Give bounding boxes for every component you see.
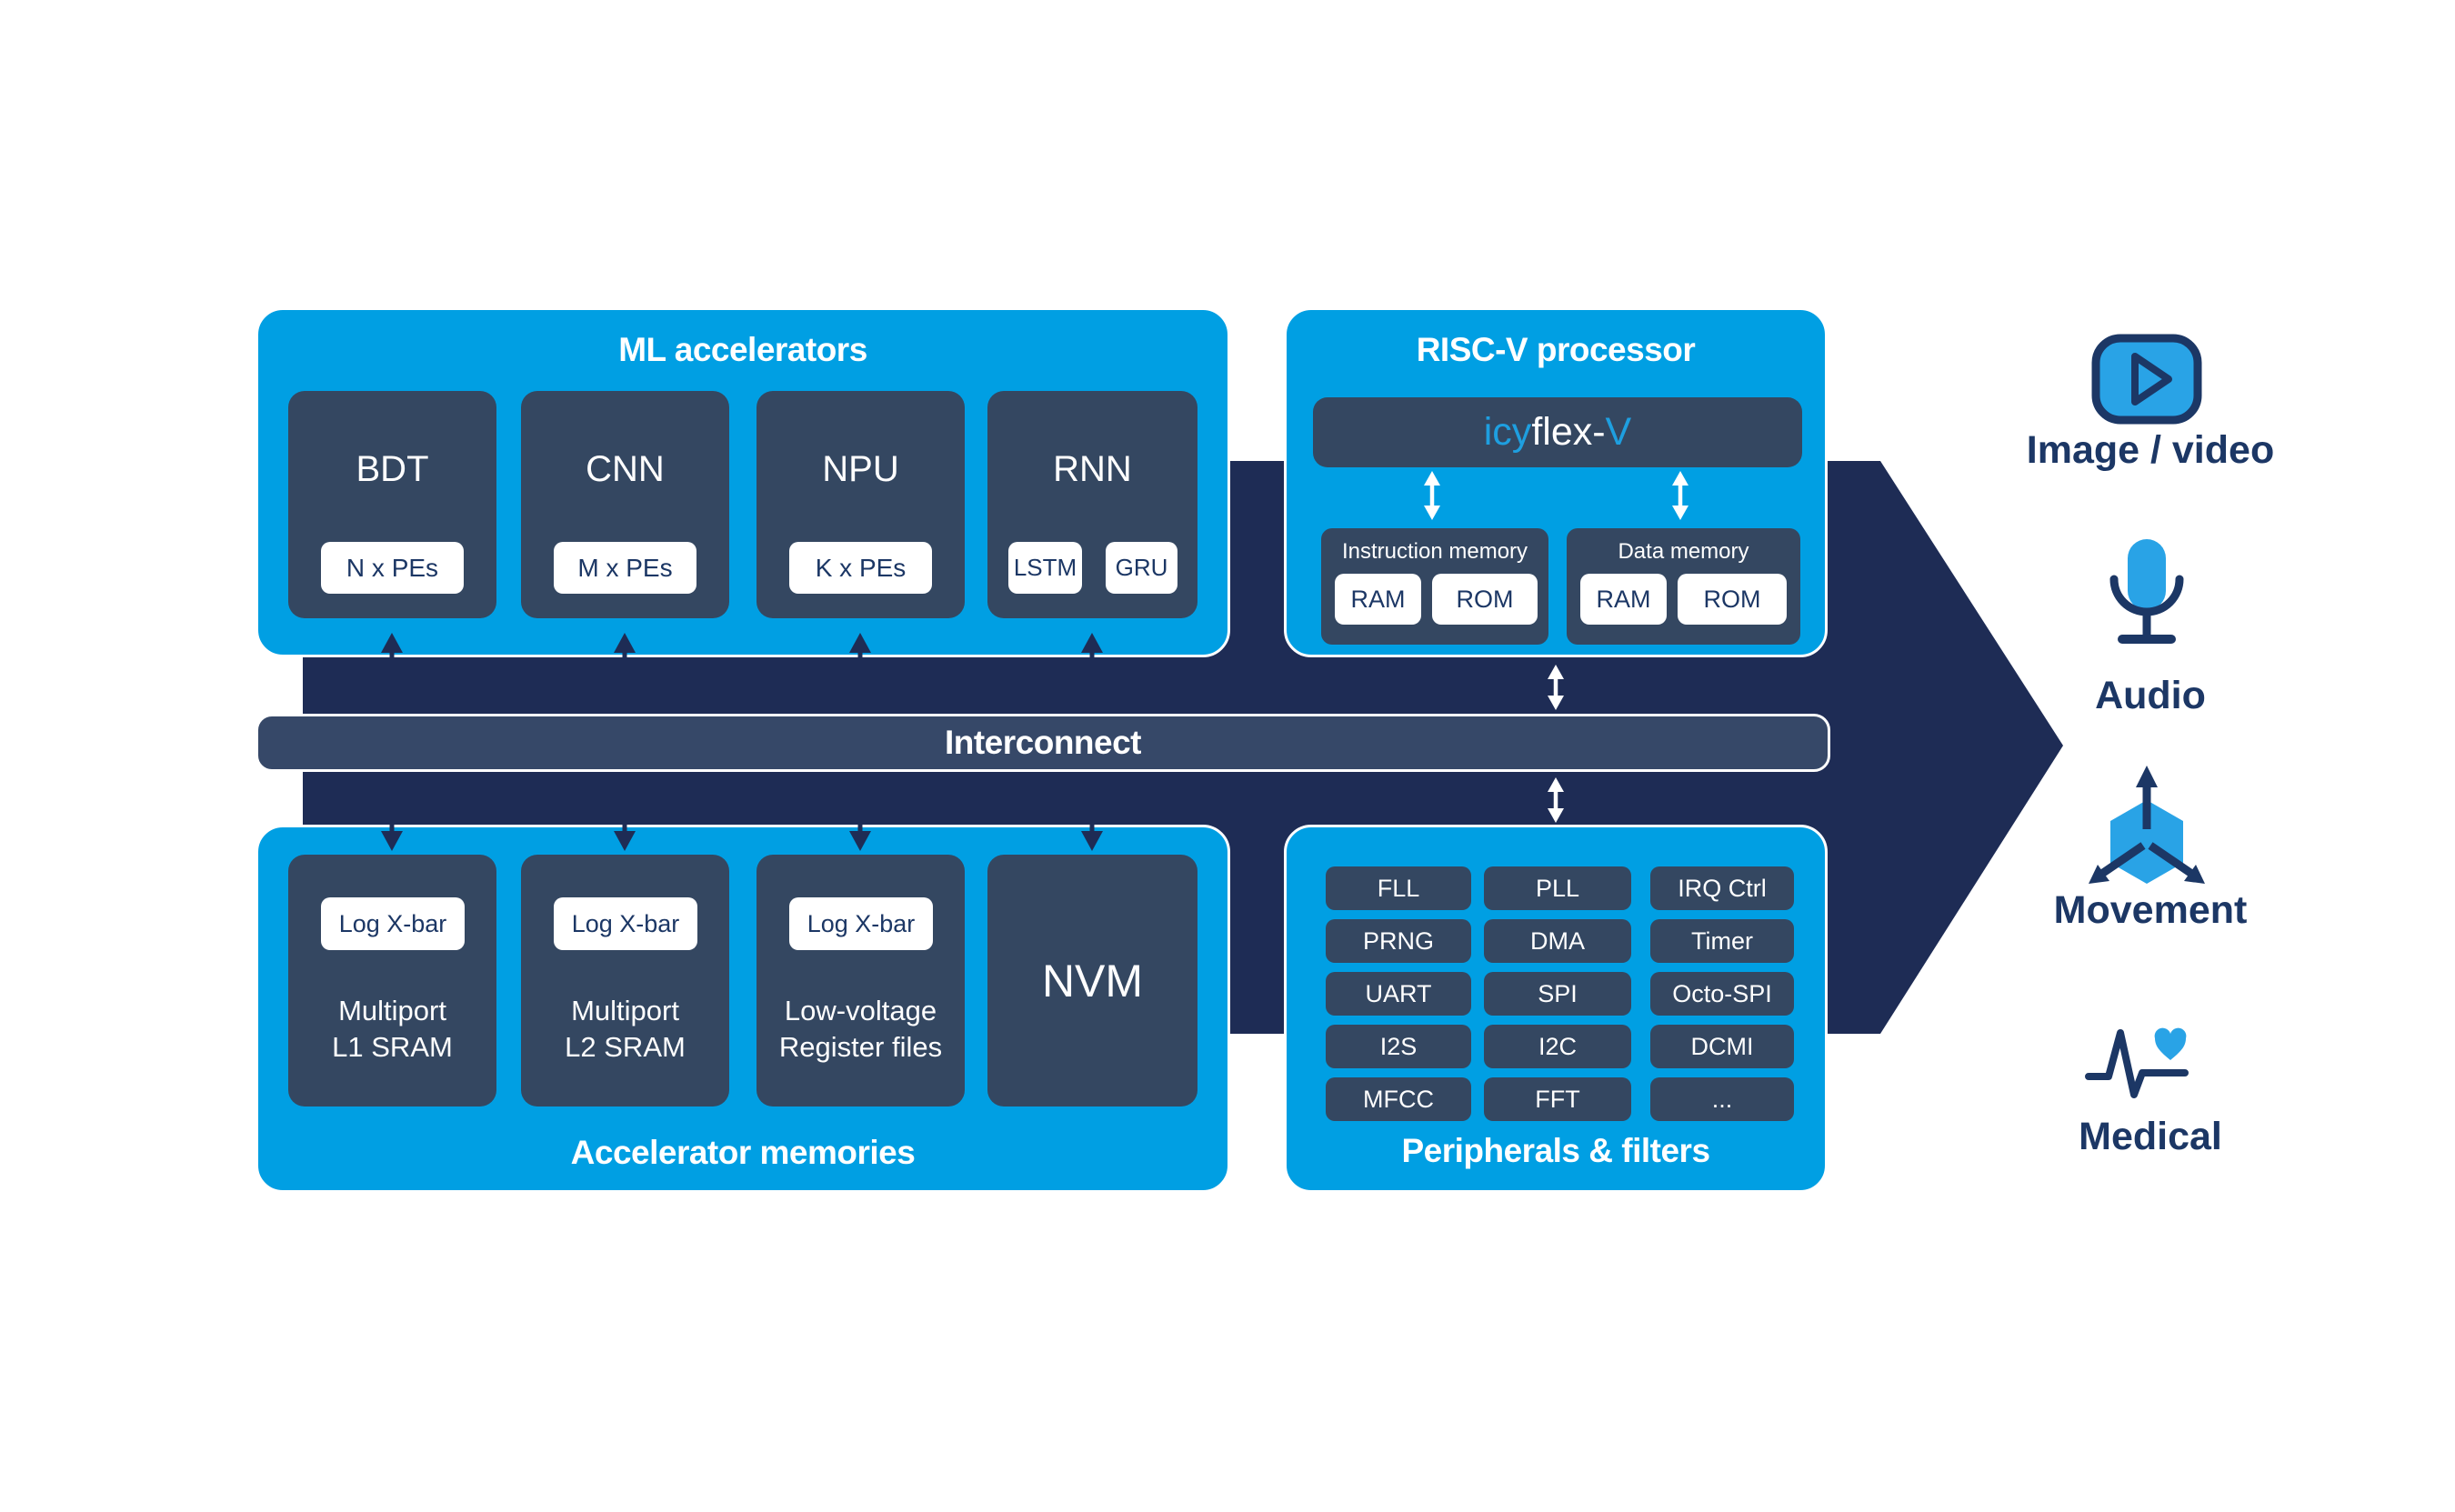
interconnect-bar: Interconnect [256,714,1830,772]
audio-label: Audio [2095,674,2206,717]
uart-chip: UART [1326,972,1471,1016]
pll-chip: PLL [1484,866,1631,910]
l1-log-xbar-chip: Log X-bar [321,897,465,950]
ml-accelerators-title: ML accelerators [618,331,867,368]
play-video-icon [2091,334,2202,425]
gru-chip: GRU [1106,542,1177,594]
rnn-label: RNN [1053,449,1132,489]
dma-chip: DMA [1484,919,1631,963]
microphone-icon [2109,539,2184,644]
l2-log-xbar-chip: Log X-bar [554,897,697,950]
l2-sram-line1: Multiport [571,995,679,1026]
medical-label: Medical [2079,1115,2222,1158]
image-video-label: Image / video [2026,428,2275,472]
fft-chip: FFT [1484,1077,1631,1121]
peripherals-filters-panel: FLL PLL IRQ Ctrl PRNG DMA Timer UART SPI… [1284,825,1828,1193]
register-files-line2: Register files [778,1031,943,1063]
lstm-chip: LSTM [1008,542,1082,594]
prng-chip: PRNG [1326,919,1471,963]
ecg-line [2085,1029,2189,1098]
rnn-block: RNN LSTM GRU [987,391,1197,618]
i2s-chip: I2S [1326,1025,1471,1068]
nvm-block: NVM [987,855,1197,1106]
data-ram-chip: RAM [1580,574,1667,625]
octo-spi-chip: Octo-SPI [1650,972,1794,1016]
icyflex-segment-v: V [1605,410,1632,454]
npu-label: NPU [822,449,899,489]
regfile-log-xbar-chip: Log X-bar [789,897,933,950]
irq-ctrl-chip: IRQ Ctrl [1650,866,1794,910]
register-files-line1: Low-voltage [784,995,937,1026]
mfcc-chip: MFCC [1326,1077,1471,1121]
bdt-pe-chip: N x PEs [321,542,464,594]
cnn-label: CNN [586,449,665,489]
more-peripherals-chip: ... [1650,1077,1794,1121]
register-files-block: Log X-bar Low-voltage Register files [757,855,965,1106]
data-rom-chip: ROM [1678,574,1787,625]
timer-chip: Timer [1650,919,1794,963]
i2c-chip: I2C [1484,1025,1631,1068]
data-memory-label: Data memory [1618,539,1749,564]
l1-sram-line1: Multiport [338,995,446,1026]
instruction-ram-chip: RAM [1335,574,1421,625]
l1-sram-block: Log X-bar Multiport L1 SRAM [288,855,496,1106]
npu-pe-chip: K x PEs [789,542,932,594]
fll-chip: FLL [1326,866,1471,910]
l2-sram-line2: L2 SRAM [565,1031,686,1063]
cnn-pe-chip: M x PEs [554,542,696,594]
movement-label: Movement [2053,888,2248,932]
icyflex-segment-icy: icy [1483,410,1532,454]
motion-cube-icon [2089,766,2205,884]
peripherals-filters-title: Peripherals & filters [1401,1132,1710,1169]
dcmi-chip: DCMI [1650,1025,1794,1068]
icyflex-segment-flex: flex- [1531,410,1606,454]
ml-accelerators-panel: ML accelerators BDT N x PEs CNN M x PEs … [256,307,1230,657]
instruction-rom-chip: ROM [1432,574,1538,625]
heart-shape [2154,1027,2187,1060]
cnn-block: CNN M x PEs [521,391,729,618]
bdt-block: BDT N x PEs [288,391,496,618]
heartbeat-heart-icon [2085,1027,2189,1098]
spi-chip: SPI [1484,972,1631,1016]
npu-block: NPU K x PEs [757,391,965,618]
l2-sram-block: Log X-bar Multiport L2 SRAM [521,855,729,1106]
accelerator-memories-panel: Log X-bar Multiport L1 SRAM Log X-bar Mu… [256,825,1230,1193]
data-memory-block: Data memory RAM ROM [1567,528,1800,645]
accelerator-memories-title: Accelerator memories [570,1134,916,1171]
play-triangle [2131,353,2172,406]
instruction-memory-label: Instruction memory [1341,539,1528,564]
bdt-label: BDT [356,449,429,489]
l1-sram-line2: L1 SRAM [332,1031,453,1063]
instruction-memory-block: Instruction memory RAM ROM [1321,528,1548,645]
riscv-processor-title: RISC-V processor [1416,331,1696,368]
